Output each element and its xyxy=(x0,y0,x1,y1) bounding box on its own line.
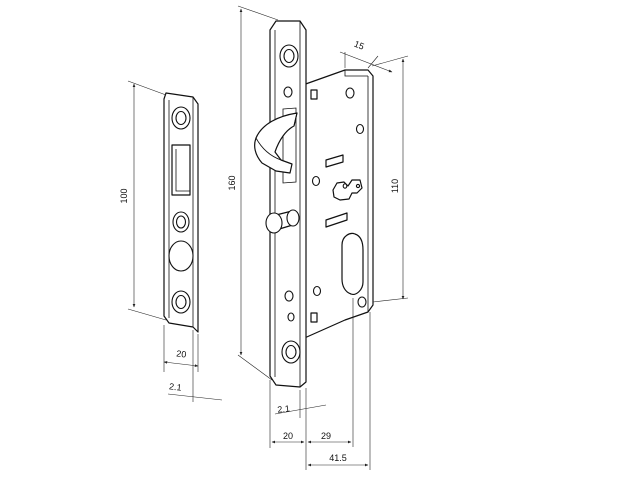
dimension-faceplate-height: 160 xyxy=(227,5,279,381)
case-slot-lower xyxy=(325,212,348,228)
strike-bottom-screw-hole xyxy=(171,290,191,314)
case-rivet-mid-right xyxy=(355,123,365,135)
faceplate-top-screw-hole xyxy=(279,44,299,68)
case-cam-opening xyxy=(332,179,363,201)
dim-label-strike-height: 100 xyxy=(119,188,129,203)
dim-label-body-height: 110 xyxy=(390,179,400,193)
faceplate-bottom-screw-hole xyxy=(281,340,301,364)
faceplate-small-hole-top xyxy=(283,86,293,98)
strike-latch-opening xyxy=(171,144,191,196)
case-rivet-top-left xyxy=(310,89,318,100)
round-bolt xyxy=(265,209,300,234)
strike-plate xyxy=(163,92,199,333)
dimension-width-backset: 20 29 xyxy=(269,298,354,470)
case-rivet-bottom-left-round xyxy=(312,285,322,297)
case-rivet-bottom-left xyxy=(310,312,318,323)
dim-label-faceplate-height: 160 xyxy=(227,175,237,190)
dim-label-body-depth: 15 xyxy=(353,39,366,52)
dim-label-faceplate-thickness: 2.1 xyxy=(277,403,291,414)
case-rivet-top-right xyxy=(345,87,355,99)
dim-label-overall-depth: 41.5 xyxy=(329,453,347,463)
dimension-overall-depth: 41.5 xyxy=(307,312,371,470)
latch-bolt xyxy=(254,112,298,174)
case-rivet-bottom-right xyxy=(357,296,367,308)
dim-label-faceplate-width: 20 xyxy=(283,431,293,441)
dimension-strike-width: 20 xyxy=(163,325,199,372)
dim-label-strike-thickness: 2.1 xyxy=(169,381,183,392)
dim-label-backset: 29 xyxy=(321,431,331,441)
strike-top-screw-hole xyxy=(171,106,191,130)
dimension-body-height: 110 xyxy=(371,55,409,303)
strike-bolt-hole xyxy=(168,240,194,272)
case-slot-upper xyxy=(325,154,344,168)
dimension-body-depth: 15 xyxy=(339,39,393,73)
dimension-strike-thickness: 2.1 xyxy=(167,330,223,402)
faceplate-small-hole-bottom-1 xyxy=(284,290,294,302)
dim-label-strike-width: 20 xyxy=(176,348,187,359)
strike-middle-screw-hole xyxy=(172,211,190,233)
lock-case xyxy=(299,69,374,341)
faceplate-small-hole-bottom-2 xyxy=(287,312,295,322)
cylinder-slot xyxy=(341,232,364,295)
lock-faceplate xyxy=(269,20,307,388)
dimension-strike-height: 100 xyxy=(119,80,167,321)
case-rivet-mid-left xyxy=(311,175,321,187)
dimension-faceplate-thickness: 2.1 xyxy=(274,390,327,418)
